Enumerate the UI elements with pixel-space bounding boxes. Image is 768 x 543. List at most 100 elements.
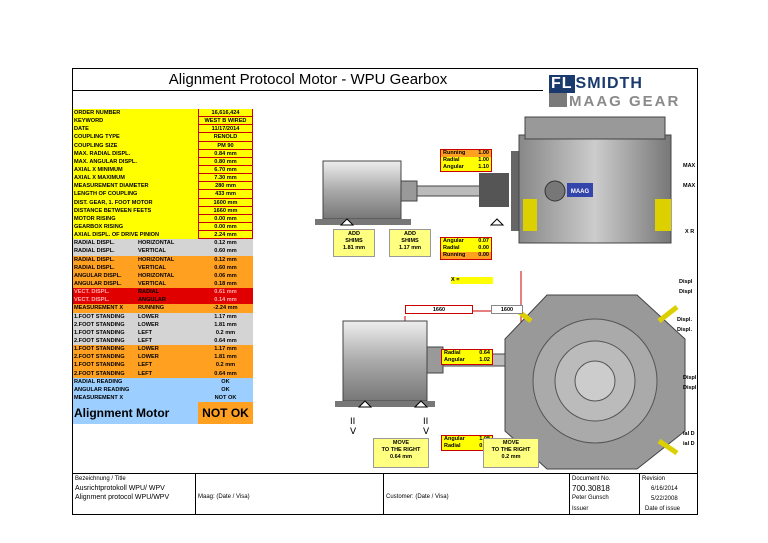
param-value: 6.70 mm [198,165,253,175]
param-label: DATE [73,125,198,134]
param-value: 433 mm [198,190,253,199]
param-sublabel: HORIZONTAL [138,256,175,263]
param-value: 0.00 mm [198,214,253,223]
shim-line1: ADD [404,231,416,237]
param-label: RADIAL DISPL. [73,239,198,248]
radial-value: 0.00 [478,245,489,251]
maag-sign: Maag: (Date / Visa) [198,494,250,500]
title-block: Bezeichnung / Title Ausrichtprotokoll WP… [73,473,697,514]
param-label: 2.FOOT STANDING [73,320,198,329]
angular-value: 1.02 [479,357,490,363]
param-value: 11/17/2014 [198,125,253,134]
running-label: Running [443,252,466,258]
side-label-displ6: Displ [683,385,697,391]
move-value: 0.64 [389,454,401,460]
param-sublabel: HORIZONTAL [138,272,175,279]
move-line1: MOVE [392,440,410,446]
param-sublabel: LEFT [138,370,152,377]
svg-text:V: V [350,427,357,437]
param-sublabel: VERTICAL [138,248,166,255]
result-label: Alignment Motor [73,402,198,425]
param-sublabel: ANGULAR [138,297,166,304]
dim-1660: 1660 [405,305,473,314]
radial-label: Radial [443,157,460,163]
side-label-displ1: Displ [679,279,693,285]
page-title: Alignment Protocol Motor - WPU Gearbox [73,69,543,91]
param-value: 0.60 mm [198,263,253,272]
param-value: WEST B WIRED [198,117,253,126]
param-label: ANGULAR DISPL. [73,271,198,280]
param-value: NOT OK [198,393,253,403]
param-value: 1.81 mm [198,353,253,362]
param-label: VECT. DISPL. [73,296,198,305]
title-de: Ausrichtprotokoll WPU/ WPV [75,485,165,492]
shim-unit: mm [411,245,422,251]
radial-value: 1.00 [478,157,489,163]
param-label: ANGULAR READING [73,385,198,394]
svg-text:II: II [423,417,428,427]
move-line2: TO THE RIGHT [491,447,531,453]
radial-label: Radial [444,350,461,356]
param-value: 0.64 mm [198,369,253,378]
running-label: Running [443,150,466,156]
move-line1: MOVE [502,440,520,446]
param-label: VECT. DISPL. [73,288,198,297]
param-value: 0.60 mm [198,247,253,256]
radial-label: Radial [444,443,461,449]
angular-label: Angular [444,357,465,363]
motor-side-view [342,320,428,402]
param-value: 0.00 mm [198,222,253,232]
dim-1600: 1600 [491,305,523,314]
running-value: 0.00 [478,252,489,258]
param-row: MAX. RADIAL DISPL.0.84 mm [73,149,253,158]
side-label-displ4: Displ. [677,327,692,333]
angular-label: Angular [444,436,465,442]
shim-unit: mm [355,245,366,251]
svg-text:MAAG: MAAG [571,189,590,195]
param-label: 2.FOOT STANDING [73,336,198,346]
alignment-diagram: MAAG II V II V [255,111,697,471]
angular-label: Angular [443,238,464,244]
shim-box-foot2: ADD SHIMS 1.17 mm [389,229,431,257]
param-value: 7.30 mm [198,174,253,183]
title-en: Alignment protocol WPU/WPV [75,494,170,501]
svg-text:II: II [350,417,355,427]
logo-maag-gear: MAAG GEAR [569,93,681,110]
motor-top-view [322,160,402,220]
param-label: 1.FOOT STANDING [73,361,198,370]
logo-bar [549,93,567,107]
title-label: Bezeichnung / Title [75,476,126,482]
side-label-displ2: Displ [679,289,693,295]
side-label-displ5: Displ [683,375,697,381]
param-label: RADIAL READING [73,377,198,386]
move-box-foot2: MOVE TO THE RIGHT 0.2 mm [483,438,539,468]
param-label: MEASUREMENT X [73,393,198,403]
side-label-ial2: ial D [683,441,695,447]
param-value: 0.64 mm [198,336,253,346]
param-label: LENGTH OF COUPLING [73,190,198,199]
param-label: MEASUREMENT X [73,304,198,313]
param-value: 0.06 mm [198,271,253,280]
